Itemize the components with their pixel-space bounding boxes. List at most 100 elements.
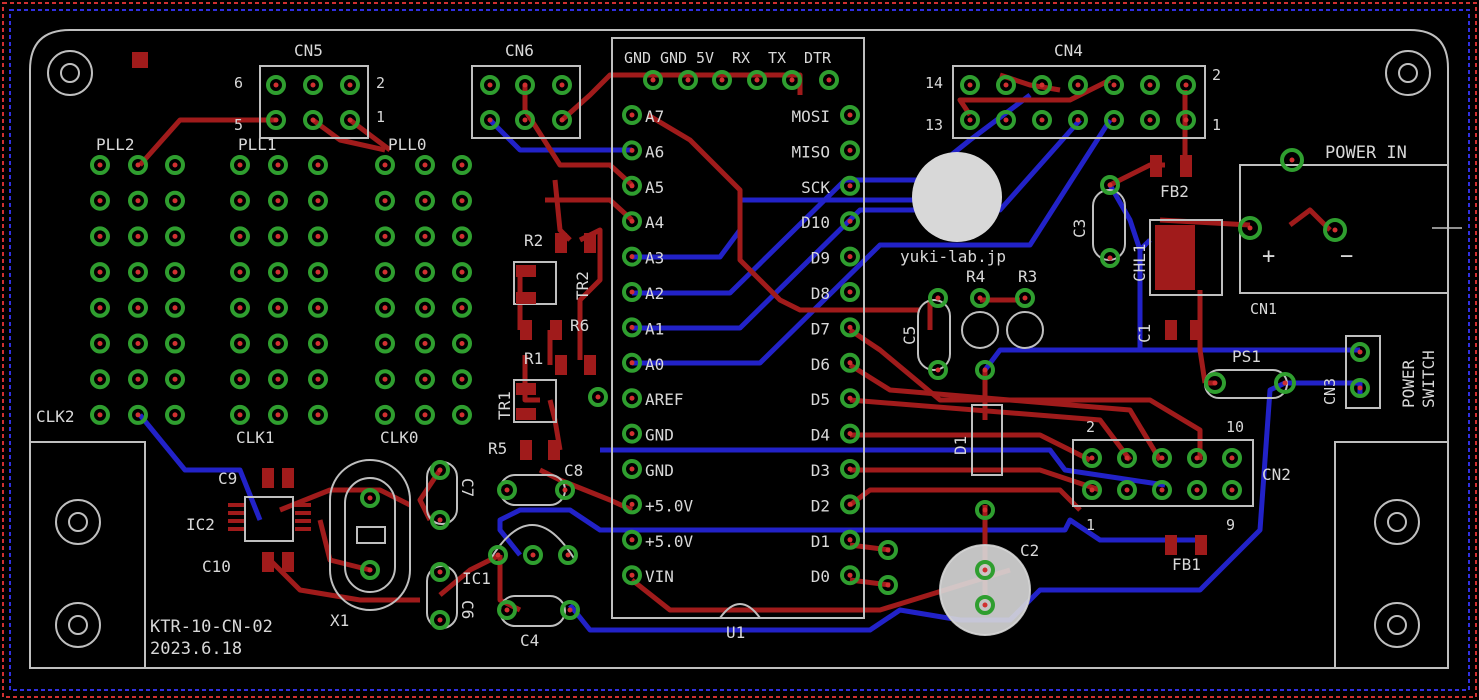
pad (266, 110, 286, 130)
pad (340, 110, 360, 130)
smd-pad (516, 408, 536, 420)
smd-pad (1165, 535, 1177, 555)
pad (90, 155, 110, 175)
pad (452, 369, 472, 390)
component-outlines (244, 189, 1288, 636)
pad (165, 226, 185, 247)
pad (268, 226, 288, 247)
pad (975, 360, 995, 380)
svg-text:+: + (1262, 244, 1275, 269)
u1-right-pin-label: D7 (811, 319, 830, 338)
smd-pad (584, 233, 596, 253)
pad (415, 297, 435, 318)
pad (430, 610, 450, 630)
smd-pad (228, 527, 244, 531)
pad (1176, 75, 1196, 95)
svg-text:1: 1 (376, 108, 385, 126)
pad (165, 190, 185, 211)
u1-left-pin-label: AREF (645, 390, 684, 409)
pad (960, 75, 980, 95)
pad (497, 480, 517, 500)
pad (430, 510, 450, 530)
cn4-connector: CN4 14 2 13 1 (925, 41, 1221, 139)
pad (303, 110, 323, 130)
smd-pad (1155, 225, 1195, 290)
r4-label: R4 (966, 267, 985, 286)
pad (712, 70, 732, 90)
fb2-label: FB2 (1160, 182, 1189, 201)
smd-pad (282, 552, 294, 572)
pad (1350, 378, 1370, 398)
pad (1176, 110, 1196, 130)
tr2-label: TR2 (573, 271, 592, 300)
pad (840, 388, 860, 409)
pad (165, 155, 185, 175)
pad (128, 404, 148, 425)
smd-pad (228, 519, 244, 523)
tr1-label: TR1 (495, 391, 514, 420)
pad (308, 297, 328, 318)
pad (878, 575, 898, 595)
pll0-label: PLL0 (388, 135, 427, 154)
pad (622, 423, 642, 444)
pad (515, 75, 535, 95)
pad (266, 75, 286, 95)
pad (430, 562, 450, 582)
smd-pad (295, 511, 311, 515)
pad (840, 352, 860, 373)
pad (840, 494, 860, 515)
c2-label: C2 (1020, 541, 1039, 560)
pad (622, 388, 642, 409)
pad (230, 226, 250, 247)
smd-pad (1150, 155, 1162, 177)
u1-left-pin-label: +5.0V (645, 496, 694, 515)
smd-pad (1190, 320, 1202, 340)
clk0-label: CLK0 (380, 428, 419, 447)
pad (308, 369, 328, 390)
x1-label: X1 (330, 611, 349, 630)
pad (588, 387, 608, 407)
smd-pad (584, 355, 596, 375)
pad (1280, 148, 1304, 172)
u1-left-pin-label: VIN (645, 567, 674, 586)
u1-left-pin-label: A7 (645, 107, 664, 126)
c6-label: C6 (458, 600, 477, 619)
pad (268, 155, 288, 175)
pad (622, 565, 642, 586)
d1-label: D1 (951, 436, 970, 455)
cn3-label: CN3 (1321, 378, 1339, 405)
smd-pad (1180, 155, 1192, 177)
board-outline-blue (9, 9, 1470, 691)
pad (1068, 110, 1088, 130)
u1-right-pin-label: D4 (811, 426, 830, 445)
pad (975, 560, 995, 580)
smd-pad (228, 503, 244, 507)
pad (128, 190, 148, 211)
smd-pad (555, 355, 567, 375)
pad (308, 155, 328, 175)
r3-label: R3 (1018, 267, 1037, 286)
pad (840, 529, 860, 550)
pad (90, 333, 110, 354)
svg-text:2: 2 (1086, 418, 1095, 436)
pad (308, 404, 328, 425)
pad (268, 262, 288, 283)
pll1-label: PLL1 (238, 135, 277, 154)
pad (1152, 480, 1172, 500)
through-hole-pads (90, 70, 1370, 630)
pad (1015, 288, 1035, 308)
pad (360, 488, 380, 508)
c2-fill (940, 545, 1030, 635)
cn6-connector: CN6 (471, 41, 581, 139)
pad (840, 423, 860, 444)
ic2-label: IC2 (186, 515, 215, 534)
pad (622, 246, 642, 267)
cn4-label: CN4 (1054, 41, 1083, 60)
pad (515, 110, 535, 130)
pad (90, 297, 110, 318)
cn5-label: CN5 (294, 41, 323, 60)
pad (622, 459, 642, 479)
